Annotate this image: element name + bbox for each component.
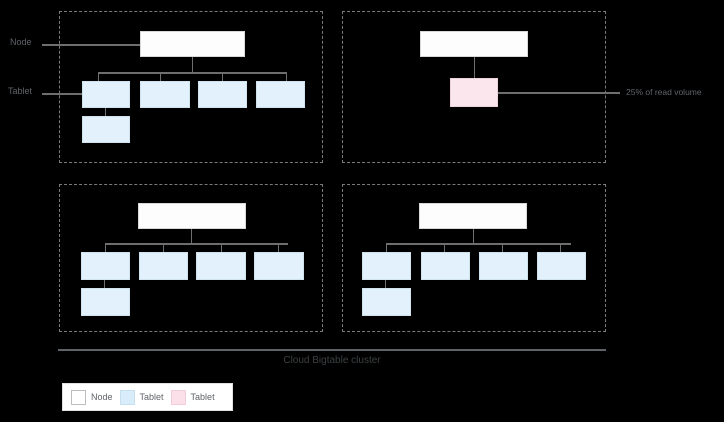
node-box-4[interactable]	[419, 203, 527, 229]
legend: Node Tablet Tablet	[62, 383, 233, 411]
node-group-bottom-right	[342, 184, 606, 332]
legend-item-node[interactable]: Node	[71, 389, 113, 405]
connector-drop-1d	[286, 72, 287, 82]
callout-leader-line	[498, 92, 620, 94]
legend-item-hot-tablet[interactable]: Tablet	[170, 389, 215, 405]
connector-drop-4c	[502, 243, 503, 254]
hot-tablet-box-2[interactable]	[450, 78, 498, 107]
tablet-box-1b[interactable]	[140, 81, 190, 108]
tablet-box-1d[interactable]	[256, 81, 305, 108]
node-box-1[interactable]	[140, 31, 245, 57]
tablet-box-4a[interactable]	[362, 252, 411, 280]
legend-label-node: Node	[91, 391, 113, 402]
axis-label-node: Node	[10, 37, 32, 47]
connector-drop-1b	[160, 72, 161, 82]
connector-trunk-2	[474, 57, 475, 78]
connector-drop-3b	[163, 243, 164, 254]
node-swatch-icon	[71, 389, 86, 405]
tablet-swatch-icon	[119, 389, 135, 405]
tablet-box-1e[interactable]	[82, 116, 130, 143]
axis-label-tablet: Tablet	[8, 86, 33, 96]
node-box-2[interactable]	[420, 31, 528, 57]
callout-read-volume: 25% of read volume	[626, 87, 702, 97]
node-box-3[interactable]	[138, 203, 246, 229]
node-group-bottom-left	[59, 184, 323, 332]
connector-drop-4d	[560, 243, 561, 254]
tablet-box-3a[interactable]	[81, 252, 130, 280]
connector-bus-4	[386, 243, 571, 245]
connector-bus-3b	[105, 243, 288, 245]
tablet-box-3b[interactable]	[139, 252, 188, 280]
tablet-box-1a[interactable]	[82, 81, 130, 108]
connector-drop-4b	[444, 243, 445, 254]
tablet-box-3c[interactable]	[196, 252, 246, 280]
connector-drop-1a	[98, 72, 99, 82]
connector-trunk-4	[473, 229, 474, 244]
tablet-box-4e[interactable]	[362, 288, 411, 316]
connector-drop-1c	[222, 72, 223, 82]
legend-label-hot-tablet: Tablet	[190, 391, 215, 402]
node-group-top-right	[342, 11, 606, 163]
cluster-rule	[58, 349, 606, 351]
node-leader-line	[42, 44, 147, 46]
connector-drop-3e	[104, 280, 105, 289]
connector-drop-3a	[105, 243, 106, 254]
connector-drop-3d	[278, 243, 279, 254]
node-group-top-left	[59, 11, 323, 163]
connector-drop-1e	[105, 108, 106, 117]
connector-drop-4a	[386, 243, 387, 254]
connector-bus-1	[98, 72, 286, 74]
connector-drop-3c	[221, 243, 222, 254]
legend-label-tablet: Tablet	[139, 391, 164, 402]
tablet-box-4b[interactable]	[421, 252, 470, 280]
tablet-box-4c[interactable]	[479, 252, 528, 280]
tablet-leader-line	[42, 93, 85, 95]
connector-trunk-1	[192, 57, 193, 72]
cluster-caption: Cloud Bigtable cluster	[283, 355, 381, 366]
legend-item-tablet[interactable]: Tablet	[119, 389, 164, 405]
tablet-box-4d[interactable]	[537, 252, 586, 280]
hot-tablet-swatch-icon	[170, 389, 186, 405]
tablet-box-3e[interactable]	[81, 288, 130, 316]
tablet-box-1c[interactable]	[198, 81, 247, 108]
connector-trunk-3	[191, 229, 192, 244]
connector-drop-4e	[385, 280, 386, 289]
tablet-box-3d[interactable]	[254, 252, 304, 280]
